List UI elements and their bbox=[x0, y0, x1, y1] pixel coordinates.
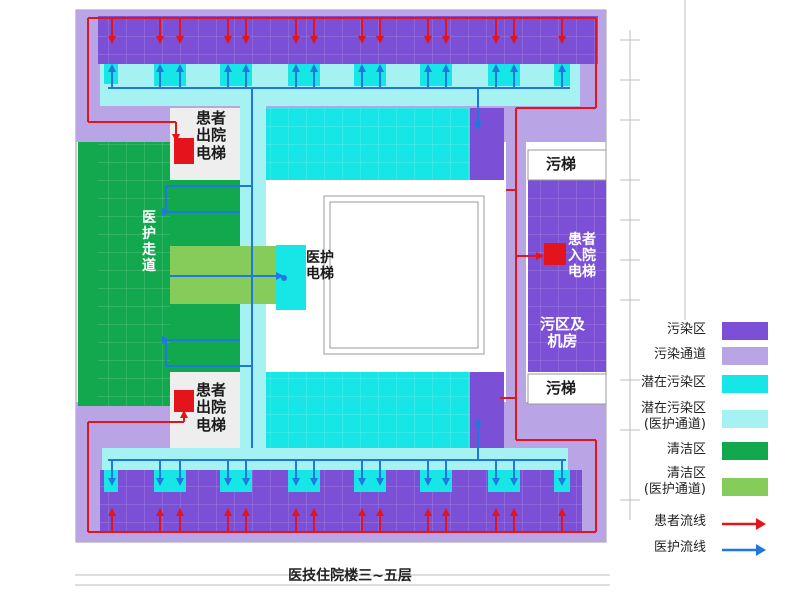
legend-label-7: 医护流线 bbox=[653, 540, 706, 555]
label-medical-corridor: 医 护 走 道 bbox=[142, 210, 156, 275]
patient-flow-arrows-bottom bbox=[108, 508, 566, 532]
label-patient-admit-elevator: 患者 入院 电梯 bbox=[568, 232, 596, 281]
label-patient-exit-elevator-bottom: 患者 出院 电梯 bbox=[196, 381, 227, 434]
legend-arrow-patient bbox=[722, 518, 766, 530]
legend-swatch-5 bbox=[722, 478, 768, 496]
label-dirty-zone-machine-room: 污区及 机房 bbox=[540, 315, 586, 351]
label-medical-elevator: 医护 电梯 bbox=[306, 250, 334, 283]
legend-label-0: 污染区 bbox=[666, 322, 706, 337]
patient-flow-arrows-top bbox=[108, 18, 566, 44]
legend-label-2: 潜在污染区 bbox=[640, 375, 706, 390]
label-patient-exit-elevator-top: 患者 出院 电梯 bbox=[196, 109, 227, 162]
medical-flow-arrows bbox=[108, 64, 566, 486]
legend-label-6: 患者流线 bbox=[653, 514, 706, 529]
label-dirty-elevator-bottom: 污梯 bbox=[546, 379, 577, 397]
legend-label-4: 清洁区 bbox=[666, 442, 706, 457]
legend-swatch-0 bbox=[722, 322, 768, 340]
legend-swatch-2 bbox=[722, 375, 768, 393]
medical-flow-lines bbox=[108, 87, 570, 461]
legend-swatch-4 bbox=[722, 442, 768, 460]
label-dirty-elevator-top: 污梯 bbox=[546, 155, 577, 173]
legend-swatch-1 bbox=[722, 347, 768, 365]
dimension-lines bbox=[75, 0, 686, 586]
legend-arrow-medical bbox=[722, 544, 766, 556]
courtyard bbox=[323, 195, 485, 355]
legend-swatch-3 bbox=[722, 410, 768, 428]
patient-flow-lines bbox=[87, 17, 597, 533]
legend-label-5: 清洁区 (医护通道) bbox=[643, 466, 706, 497]
legend-label-3: 潜在污染区 (医护通道) bbox=[640, 401, 706, 432]
plan-caption: 医技住院楼三~五层 bbox=[288, 568, 412, 584]
legend-label-1: 污染通道 bbox=[653, 347, 706, 362]
